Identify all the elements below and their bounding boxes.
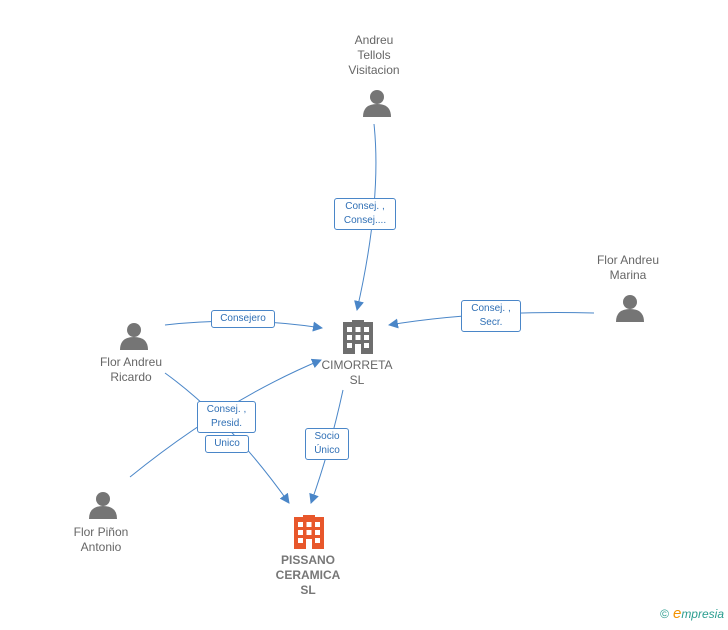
edge-label-line: Consejero bbox=[220, 313, 266, 324]
edge-label-ricardo-pissano[interactable]: Consej. , Presid. bbox=[197, 401, 256, 433]
edge-label-ricardo-cimorreta[interactable]: Consejero bbox=[211, 310, 275, 328]
node-label-line: SL bbox=[300, 583, 316, 597]
node-label-line: Flor Andreu bbox=[596, 253, 660, 267]
edge-label-tellols-cimorreta[interactable]: Consej. , Consej.... bbox=[334, 198, 396, 230]
node-label-line: Tellols bbox=[357, 48, 391, 62]
node-label-flor-andreu-marina[interactable]: Flor Andreu Marina bbox=[578, 253, 678, 283]
person-icon-flor-pinon-antonio[interactable] bbox=[89, 492, 117, 519]
building-icon-pissano[interactable] bbox=[294, 515, 324, 549]
person-icon-flor-andreu-ricardo[interactable] bbox=[120, 323, 148, 350]
edge-label-line: Presid. bbox=[210, 418, 243, 429]
node-label-line: Ricardo bbox=[110, 370, 152, 384]
edge-label-line: Consej. , bbox=[206, 404, 247, 415]
brand-name: mpresia bbox=[681, 607, 724, 621]
node-label-line: Flor Piñon bbox=[73, 525, 129, 539]
edge-label-cimorreta-pissano[interactable]: Socio Único bbox=[305, 428, 349, 460]
node-label-pissano[interactable]: PISSANO CERAMICA SL bbox=[258, 553, 358, 598]
node-label-line: CIMORRETA bbox=[321, 358, 393, 372]
edge-label-line: Consej. , bbox=[471, 303, 511, 314]
node-label-line: Flor Andreu bbox=[99, 355, 163, 369]
edge-label-line: Socio bbox=[314, 431, 340, 442]
node-label-cimorreta[interactable]: CIMORRETA SL bbox=[307, 358, 407, 388]
edge-label-line: Unico bbox=[214, 438, 240, 449]
copyright-symbol: © bbox=[660, 607, 669, 621]
node-label-line: SL bbox=[349, 373, 365, 387]
node-label-line: Marina bbox=[609, 268, 647, 282]
node-label-andreu-tellols[interactable]: Andreu Tellols Visitacion bbox=[324, 33, 424, 78]
edge-label-antonio-unico[interactable]: Unico bbox=[205, 435, 249, 453]
node-label-line: PISSANO bbox=[280, 553, 335, 567]
person-icon-andreu-tellols[interactable] bbox=[363, 90, 391, 117]
edge-label-line: Consej.... bbox=[343, 215, 387, 226]
node-label-line: CERAMICA bbox=[275, 568, 341, 582]
building-icon-cimorreta[interactable] bbox=[343, 320, 373, 354]
brand-logo: ©empresia bbox=[660, 605, 724, 622]
node-label-flor-andreu-ricardo[interactable]: Flor Andreu Ricardo bbox=[81, 355, 181, 385]
edge-label-line: Consej. , bbox=[345, 201, 385, 212]
node-label-line: Visitacion bbox=[348, 63, 400, 77]
person-icon-flor-andreu-marina[interactable] bbox=[616, 295, 644, 322]
edge-label-marina-cimorreta[interactable]: Consej. , Secr. bbox=[461, 300, 521, 332]
edge-label-line: Secr. bbox=[479, 317, 503, 328]
node-label-line: Antonio bbox=[80, 540, 122, 554]
brand-initial: e bbox=[672, 605, 682, 622]
edge-label-line: Único bbox=[314, 445, 340, 456]
node-label-line: Andreu bbox=[354, 33, 394, 47]
node-label-flor-pinon-antonio[interactable]: Flor Piñon Antonio bbox=[51, 525, 151, 555]
